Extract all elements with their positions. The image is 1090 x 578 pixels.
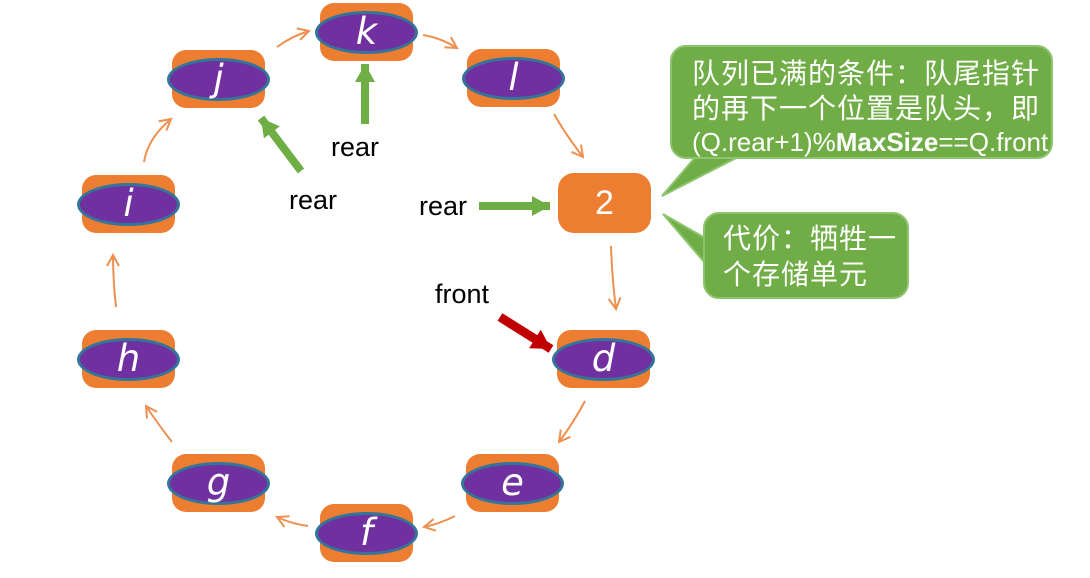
cell-label: g	[206, 460, 231, 504]
cell-ellipse: e	[461, 460, 564, 505]
bubble-cost-line1: 代价：牺牲一	[723, 223, 898, 254]
queue-cell-d: d	[552, 330, 655, 388]
rear-label-top: rear	[331, 132, 380, 162]
connector-h-to-i	[106, 252, 120, 308]
bubble-cost-tail	[662, 213, 706, 266]
rear-arrow-to-j	[257, 115, 305, 174]
cell-ellipse: l	[462, 55, 565, 100]
queue-cell-j: j	[167, 50, 270, 108]
connector-slot-to-d	[607, 245, 622, 312]
cell-label: k	[355, 9, 378, 53]
queue-cell-h: h	[77, 330, 180, 388]
cell-label: i	[123, 181, 134, 225]
cell-label: f	[359, 510, 374, 554]
queue-cell-l: l	[462, 49, 565, 107]
bubble-queue-full-condition: 队列已满的条件：队尾指针 的再下一个位置是队头，即 (Q.rear+1)%Max…	[670, 45, 1053, 159]
rear-label-right: rear	[419, 191, 468, 221]
formula-post: ==Q.front	[938, 127, 1049, 157]
queue-cell-g: g	[167, 454, 270, 512]
bubble-full-formula: (Q.rear+1)%MaxSize==Q.front	[692, 126, 1048, 159]
cell-ellipse: i	[77, 181, 180, 226]
cell-ellipse: h	[77, 336, 180, 381]
cell-ellipse: d	[552, 336, 655, 381]
bubble-full-line2: 的再下一个位置是队头，即	[692, 93, 1041, 124]
bubble-full-tail	[661, 153, 745, 197]
cell-label: 2	[595, 184, 614, 222]
connector-i-to-j	[143, 117, 173, 163]
connector-e-to-f	[421, 515, 456, 532]
queue-cell-i: i	[77, 175, 180, 233]
connector-d-to-e	[557, 400, 586, 444]
cell-ellipse: g	[167, 460, 270, 505]
connector-g-to-h	[144, 404, 173, 443]
queue-cell-e: e	[461, 454, 564, 512]
bubble-full-line1: 队列已满的条件：队尾指针	[692, 58, 1041, 89]
bubble-cost: 代价：牺牲一 个存储单元	[703, 212, 909, 299]
cell-ellipse: j	[167, 56, 270, 101]
front-arrow-to-d	[497, 313, 554, 353]
cell-ellipse: k	[315, 9, 418, 54]
cell-label: l	[508, 55, 519, 99]
front-label: front	[435, 279, 490, 309]
queue-cell-f: f	[315, 504, 418, 562]
queue-cell-empty-slot: 2	[558, 173, 651, 233]
cell-ellipse: f	[315, 510, 418, 555]
cell-label: e	[501, 460, 524, 504]
connector-j-to-k	[276, 27, 312, 48]
bubble-cost-line2: 个存储单元	[723, 259, 869, 290]
formula-bold: MaxSize	[835, 127, 939, 157]
connector-l-to-slot	[553, 113, 585, 159]
cell-label: d	[591, 336, 616, 380]
rear-label-mid: rear	[289, 185, 338, 215]
cell-label: h	[116, 336, 141, 380]
connector-k-to-l	[422, 34, 459, 50]
connector-f-to-g	[275, 515, 309, 528]
formula-pre: (Q.rear+1)%	[692, 127, 836, 157]
cell-label: j	[213, 56, 224, 100]
queue-cell-k: k	[315, 3, 418, 61]
